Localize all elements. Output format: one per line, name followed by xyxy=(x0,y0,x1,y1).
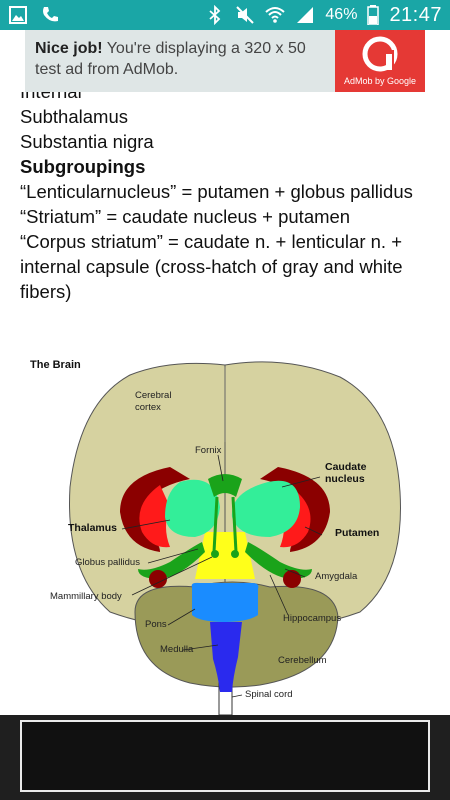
status-bar: 46% 21:47 xyxy=(0,0,450,30)
ad-banner[interactable]: Nice job! You're displaying a 320 x 50 t… xyxy=(25,30,425,92)
ad-text: Nice job! You're displaying a 320 x 50 t… xyxy=(25,30,335,92)
ad-brand: AdMob by Google xyxy=(343,76,417,86)
signal-icon xyxy=(297,7,314,23)
right-globus-pallidus xyxy=(245,542,312,579)
right-thalamus xyxy=(231,480,300,537)
bottom-ad-placeholder[interactable] xyxy=(20,720,430,792)
medulla-shape xyxy=(210,622,242,692)
paragraph-corpus-striatum: “Corpus striatum” = caudate n. + lenticu… xyxy=(20,231,403,302)
label-globus-pallidus: Globus pallidus xyxy=(75,557,140,568)
fornix-shape xyxy=(208,474,242,497)
label-caudate-2: nucleus xyxy=(325,473,365,485)
paragraph-lenticular: “Lenticularnucleus” = putamen + globus p… xyxy=(20,181,413,202)
wifi-icon xyxy=(265,7,286,23)
left-amygdala xyxy=(149,570,167,588)
label-pons: Pons xyxy=(145,619,167,630)
label-cerebellum: Cerebellum xyxy=(278,655,327,666)
label-caudate-1: Caudate xyxy=(325,461,367,473)
label-fornix: Fornix xyxy=(195,445,222,456)
label-spinal-cord: Spinal cord xyxy=(245,689,293,700)
figure-title: The Brain xyxy=(30,359,81,371)
left-caudate xyxy=(120,467,190,552)
label-medulla: Medulla xyxy=(160,644,194,655)
clock: 21:47 xyxy=(389,3,442,26)
brainstem-shape xyxy=(195,532,255,579)
gallery-notification-icon xyxy=(9,6,27,24)
text-line-substantia-nigra: Substantia nigra xyxy=(20,131,154,152)
battery-percent: 46% xyxy=(325,6,358,23)
label-amygdala: Amygdala xyxy=(315,571,358,582)
partial-line: Internal xyxy=(20,92,440,104)
pons-shape xyxy=(191,582,259,622)
brain-diagram: The Brain Cerebral cortex Fornix Caudate… xyxy=(30,359,401,716)
admob-logo[interactable]: AdMob by Google xyxy=(335,30,425,92)
ad-headline: Nice job! xyxy=(35,40,103,57)
article-text: Internal Subthalamus Substantia nigra Su… xyxy=(20,92,440,304)
phone-icon xyxy=(43,7,58,22)
brain-figure: The Brain Cerebral cortex Fornix Caudate… xyxy=(20,347,445,716)
mute-icon xyxy=(236,6,255,24)
left-thalamus xyxy=(165,479,220,537)
text-line-subthalamus: Subthalamus xyxy=(20,106,128,127)
admob-logo-icon xyxy=(362,36,398,72)
bluetooth-icon xyxy=(209,5,221,25)
ad-message: You're displaying a 320 x 50 test ad fro… xyxy=(35,40,306,78)
label-hippocampus: Hippocampus xyxy=(283,613,341,624)
right-amygdala xyxy=(283,570,301,588)
label-putamen: Putamen xyxy=(335,527,379,539)
label-mammillary-body: Mammillary body xyxy=(50,591,122,602)
label-thalamus: Thalamus xyxy=(68,522,117,534)
left-mammillary-body xyxy=(211,550,219,558)
left-putamen xyxy=(139,485,170,548)
right-mammillary-body xyxy=(231,550,239,558)
label-cerebral-cortex-2: cortex xyxy=(135,402,161,413)
section-heading: Subgroupings xyxy=(20,156,146,177)
left-globus-pallidus xyxy=(138,542,205,579)
battery-icon xyxy=(367,5,380,25)
label-cerebral-cortex-1: Cerebral xyxy=(135,390,171,401)
bottom-panel xyxy=(0,715,450,800)
paragraph-striatum: “Striatum” = caudate nucleus + putamen xyxy=(20,206,351,227)
